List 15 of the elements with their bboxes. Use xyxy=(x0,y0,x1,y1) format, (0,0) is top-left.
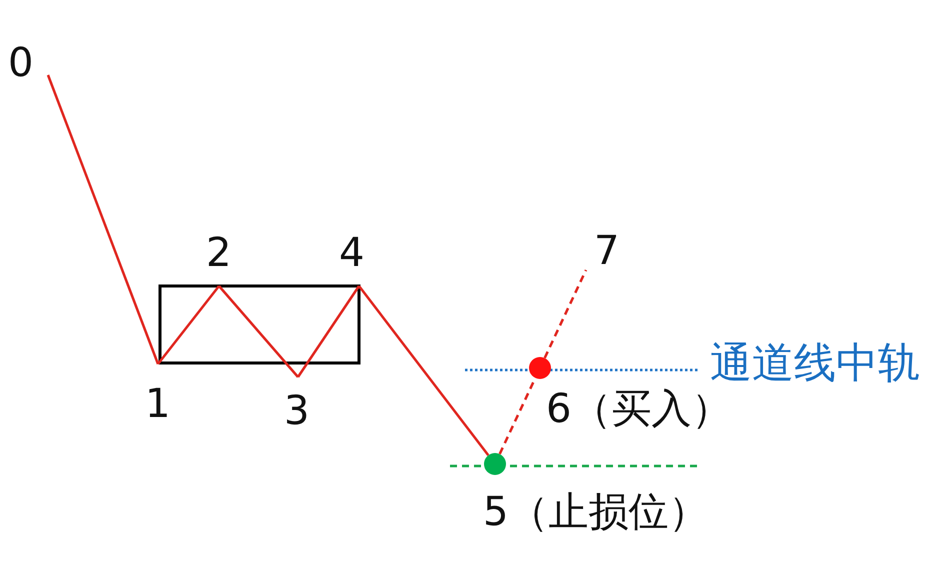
price-line xyxy=(157,285,220,365)
point-label: 3 xyxy=(284,391,310,431)
point-label: 7 xyxy=(594,231,620,271)
price-line xyxy=(296,285,360,378)
point-label: 4 xyxy=(339,233,364,273)
price-line xyxy=(218,285,299,378)
point-label: 1 xyxy=(145,384,170,424)
reference-line-label: 通道线中轨 xyxy=(710,342,920,384)
point-label: 5（止损位） xyxy=(483,492,708,532)
point-label: 0 xyxy=(8,43,34,83)
price-line xyxy=(358,285,490,456)
price-line xyxy=(544,269,588,359)
price-line xyxy=(46,74,160,364)
point-label: 2 xyxy=(206,233,232,273)
point-label: 6（买入） xyxy=(546,389,732,429)
